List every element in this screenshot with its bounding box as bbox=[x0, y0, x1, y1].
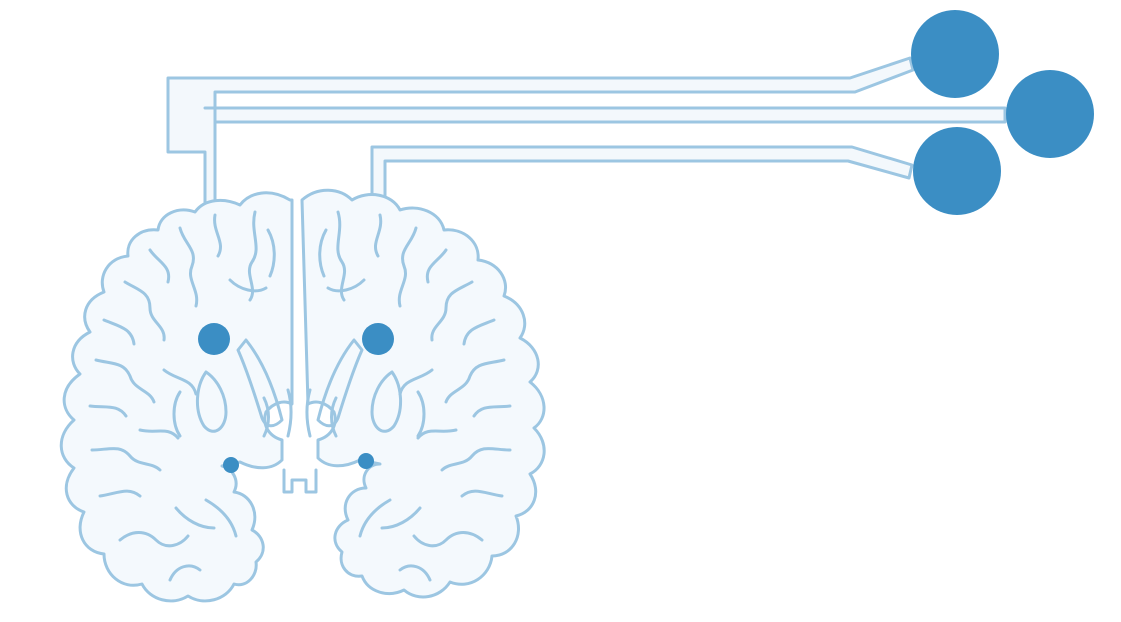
right-small-marker bbox=[358, 453, 374, 469]
connector-top bbox=[911, 10, 999, 98]
brainstem-notch bbox=[284, 470, 316, 492]
lead-wire-middle bbox=[205, 108, 1005, 122]
connector-right bbox=[1006, 70, 1094, 158]
lead-wires bbox=[168, 58, 1005, 330]
right-deep-electrode bbox=[362, 323, 394, 355]
connector-bottom bbox=[913, 127, 1001, 215]
coronal-brain-section bbox=[61, 190, 544, 601]
left-small-marker bbox=[223, 457, 239, 473]
left-deep-electrode bbox=[198, 323, 230, 355]
